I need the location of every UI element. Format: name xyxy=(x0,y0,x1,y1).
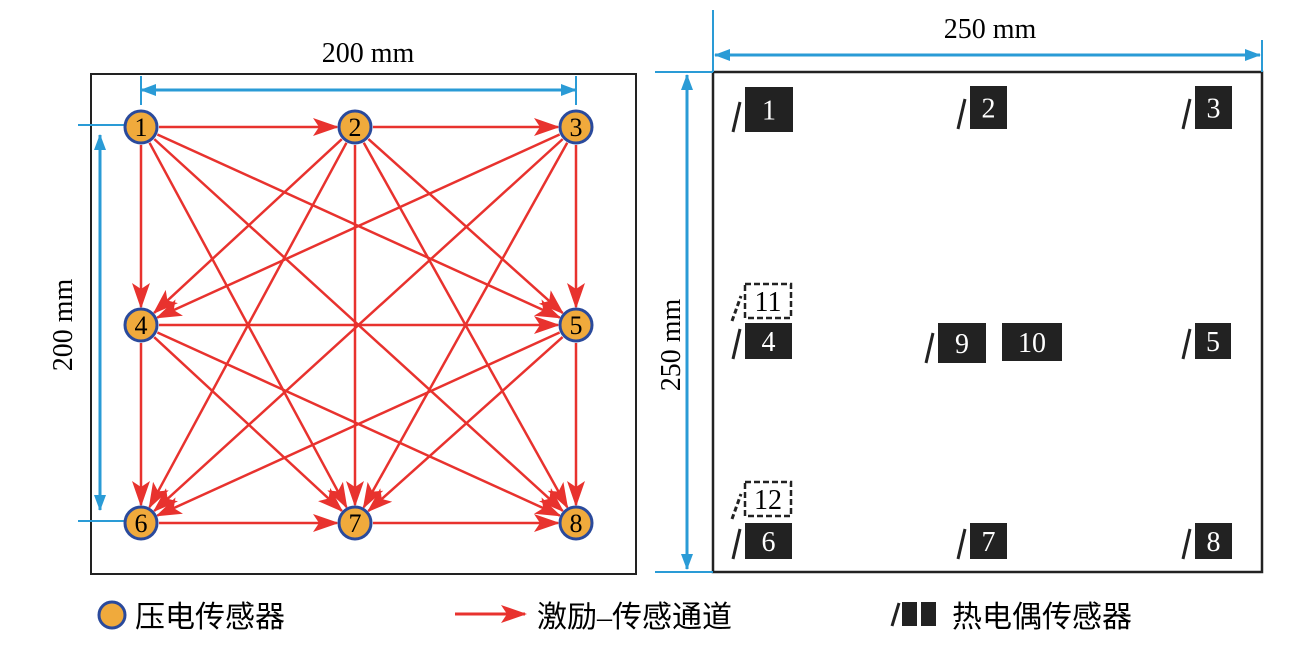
piezo-sensor-2 xyxy=(337,109,373,145)
thermocouple-label: 4 xyxy=(762,327,776,358)
piezo-sensor-label: 3 xyxy=(570,113,583,142)
plate-outline xyxy=(90,73,637,575)
piezo-sensor-4 xyxy=(123,307,159,343)
thermocouple-10: 10 xyxy=(1002,323,1062,361)
channels xyxy=(132,118,585,532)
piezo-sensor-6 xyxy=(123,505,159,541)
legend-channel-label: 激励–传感通道 xyxy=(537,601,732,634)
width-label: 200 mm xyxy=(322,38,415,69)
thermocouple-8: 8 xyxy=(1181,523,1232,560)
thermocouple-9: 9 xyxy=(924,323,986,364)
thermocouple-label: 2 xyxy=(982,94,996,125)
thermocouple-label: 3 xyxy=(1207,94,1221,125)
thermocouple-label: 12 xyxy=(754,485,782,516)
thermocouple-label: 1 xyxy=(762,96,776,127)
channel-arrow-2-4 xyxy=(152,138,343,315)
height-label: 200 mm xyxy=(48,279,79,372)
thermocouple-4: 4 xyxy=(731,323,792,360)
thermocouple-2: 2 xyxy=(956,86,1007,130)
height-label: 250 mm xyxy=(656,299,687,392)
thermocouple-5: 5 xyxy=(1181,323,1231,360)
channel-arrow-3-4 xyxy=(155,133,561,319)
legend-thermocouple-label: 热电偶传感器 xyxy=(952,601,1132,634)
thermocouple-label: 6 xyxy=(762,527,776,558)
piezo-sensor-label: 6 xyxy=(135,509,148,538)
thermocouple-12: 12 xyxy=(730,480,793,520)
thermocouple-label: 10 xyxy=(1018,328,1046,359)
piezo-sensor-label: 1 xyxy=(135,113,148,142)
piezo-sensor-3 xyxy=(558,109,594,145)
thermocouple-6: 6 xyxy=(731,523,792,560)
piezo-sensor-label: 7 xyxy=(349,509,362,538)
thermocouple-label: 9 xyxy=(955,329,969,360)
thermocouple-label: 7 xyxy=(982,527,996,558)
sensors: 1 2 3 4 5 6 7 8 xyxy=(123,109,594,541)
thermocouple-icon xyxy=(890,602,936,627)
piezo-sensor-label: 2 xyxy=(349,113,362,142)
piezo-sensor-1 xyxy=(123,109,159,145)
thermocouple-label: 8 xyxy=(1207,527,1221,558)
piezo-sensor-layout: 200 mm 200 mm 1 2 3 4 5 6 7 8 xyxy=(48,38,637,575)
thermocouple-label: 5 xyxy=(1206,327,1220,358)
thermocouple-11: 11 xyxy=(730,282,793,322)
thermocouple-3: 3 xyxy=(1181,86,1232,130)
channel-arrow-4-7 xyxy=(153,336,344,513)
width-label: 250 mm xyxy=(944,14,1037,45)
channel-arrow-5-7 xyxy=(366,336,564,513)
channel-arrow-5-6 xyxy=(155,331,561,517)
plate-outline xyxy=(711,70,1264,574)
piezo-sensor-7 xyxy=(337,505,373,541)
piezo-sensor-icon xyxy=(97,600,127,630)
piezo-sensor-label: 4 xyxy=(135,311,148,340)
piezo-sensor-label: 8 xyxy=(570,509,583,538)
piezo-sensor-8 xyxy=(558,505,594,541)
legend-piezo-label: 压电传感器 xyxy=(135,601,285,634)
piezo-sensor-label: 5 xyxy=(570,311,583,340)
thermocouple-1: 1 xyxy=(731,87,793,133)
thermocouple-7: 7 xyxy=(956,523,1007,560)
thermocouple-label: 11 xyxy=(755,287,782,318)
piezo-sensor-5 xyxy=(558,307,594,343)
legend: 压电传感器 激励–传感通道 热电偶传感器 xyxy=(97,600,1132,634)
